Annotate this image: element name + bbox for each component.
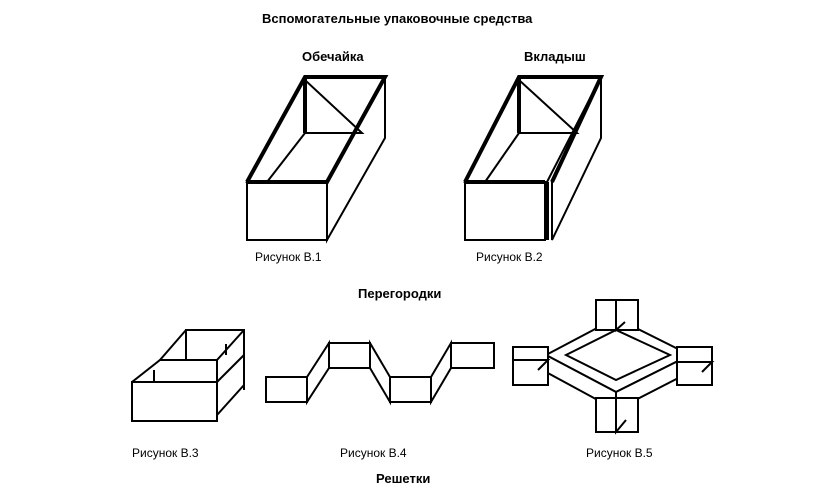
figure-b1-sleeve <box>245 75 389 244</box>
page-title: Вспомогательные упаковочные средства <box>262 11 533 26</box>
section-label-obechaika: Обечайка <box>302 49 364 64</box>
figure-caption-b4: Рисунок В.4 <box>340 446 407 460</box>
figure-b4-zigzag <box>265 339 495 406</box>
figure-caption-b1: Рисунок В.1 <box>255 250 322 264</box>
figure-b2-liner <box>463 75 605 241</box>
figure-caption-b2: Рисунок В.2 <box>476 250 543 264</box>
figure-b3-partition <box>131 329 245 422</box>
figure-caption-b5: Рисунок В.5 <box>586 446 653 460</box>
section-label-reshetki: Решетки <box>376 471 431 486</box>
figure-b5-lattice <box>512 299 715 435</box>
section-label-vkladysh: Вкладыш <box>524 49 586 64</box>
figure-caption-b3: Рисунок В.3 <box>132 446 199 460</box>
section-label-peregorodki: Перегородки <box>358 286 442 301</box>
